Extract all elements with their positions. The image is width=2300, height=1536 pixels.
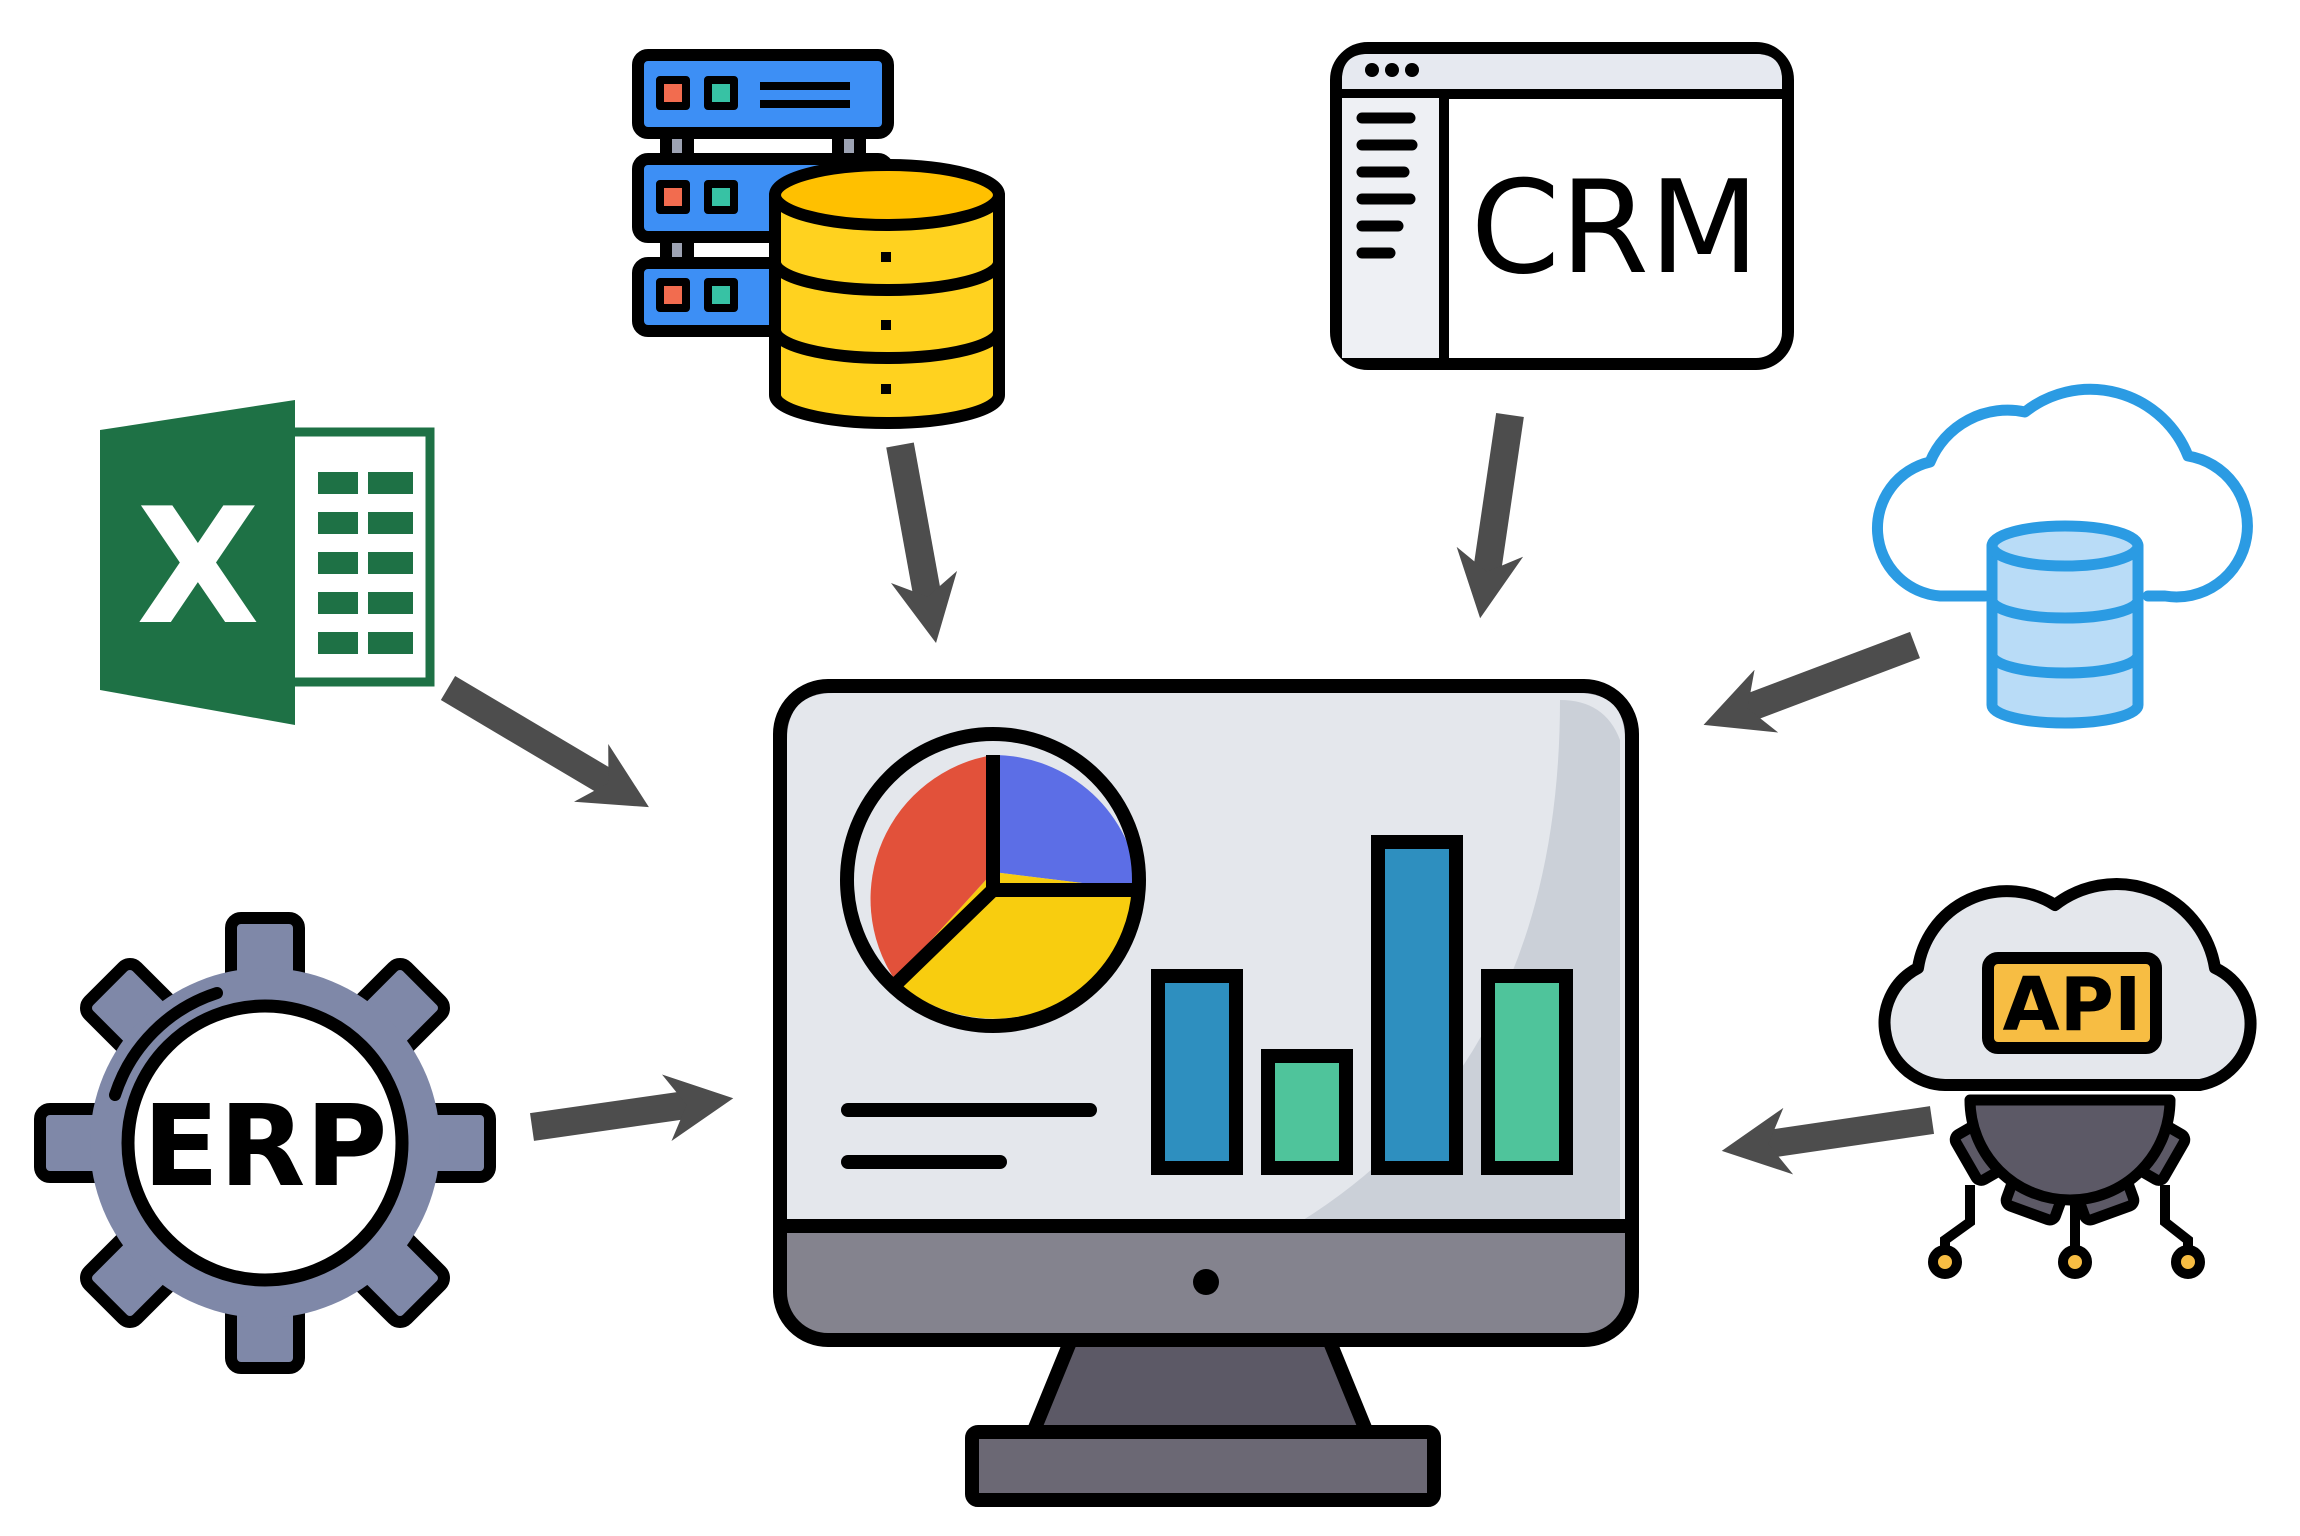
text-lines	[841, 1103, 1097, 1169]
pie-chart-icon	[840, 727, 1146, 1033]
arrow-crm-to-dashboard	[1456, 412, 1524, 619]
arrow-database-to-dashboard	[886, 442, 958, 644]
bar-chart-icon	[1151, 835, 1573, 1175]
crm-window-icon: CRM	[1330, 42, 1794, 370]
dashboard-monitor-icon	[773, 679, 1639, 1507]
cloud-database-icon	[1871, 383, 2253, 729]
erp-label: ERP	[143, 1082, 388, 1212]
arrow-erp-to-dashboard	[530, 1074, 734, 1142]
api-cloud-icon: API	[1878, 878, 2257, 1279]
arrow-api-to-dashboard	[1721, 1106, 1935, 1175]
arrows	[440, 412, 1935, 1175]
api-label: API	[2002, 962, 2141, 1048]
excel-letter: X	[136, 473, 259, 660]
arrow-excel-to-dashboard	[440, 675, 649, 808]
crm-label: CRM	[1471, 154, 1760, 303]
database-server-icon	[632, 49, 1005, 429]
arrow-cloud-db-to-dashboard	[1703, 631, 1920, 733]
erp-gear-icon: ERP	[34, 912, 496, 1374]
excel-icon: X	[100, 400, 435, 725]
power-dot	[1193, 1269, 1219, 1295]
